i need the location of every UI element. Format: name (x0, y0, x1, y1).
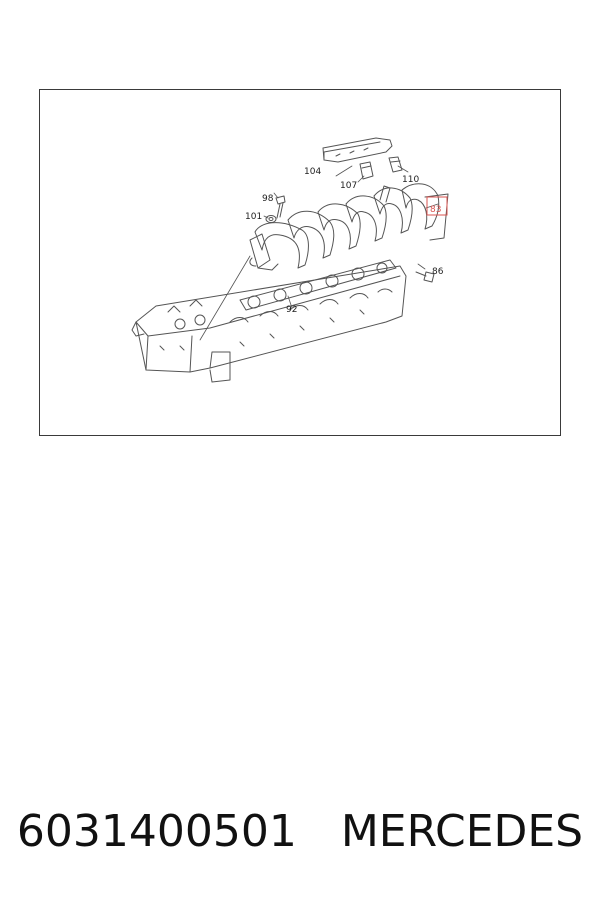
callout-98: 98 (262, 194, 274, 204)
part-110-clip (388, 156, 403, 173)
cylinder-head (131, 265, 407, 383)
intake-manifold (249, 183, 449, 271)
callout-104: 104 (304, 167, 321, 177)
part-98-bolt (275, 195, 286, 219)
callout-110: 110 (402, 175, 419, 185)
callout-83-highlight-box[interactable] (426, 196, 448, 216)
part-104-bracket (322, 137, 393, 163)
exploded-parts-diagram: 104 107 110 98 101 86 92 83 (131, 137, 449, 383)
manifold-gasket (239, 259, 397, 311)
part-101-washer (265, 215, 277, 223)
part-number: 6031400501 (16, 805, 297, 857)
callout-83[interactable]: 83 (430, 205, 441, 215)
callout-107: 107 (340, 181, 357, 191)
brand-name: MERCEDES (340, 805, 584, 857)
part-107-clip (359, 161, 374, 180)
leader-lines (199, 165, 439, 341)
callout-101: 101 (245, 212, 262, 222)
diagram-frame: 104 107 110 98 101 86 92 83 (39, 89, 561, 436)
callout-86: 86 (432, 267, 444, 277)
product-caption: 6031400501 MERCEDES (0, 798, 600, 864)
callout-92: 92 (286, 305, 297, 315)
part-86-stud (415, 271, 435, 283)
